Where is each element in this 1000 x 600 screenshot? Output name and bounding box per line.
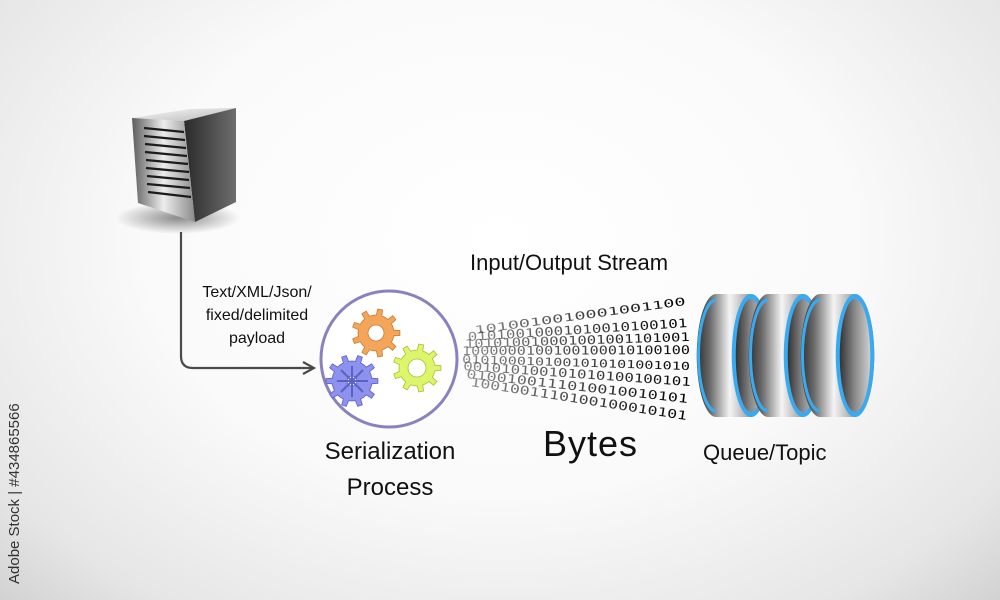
payload-line: payload <box>228 330 286 347</box>
bytes-label: Bytes <box>543 423 639 464</box>
server-icon <box>116 108 240 234</box>
stream-title: Input/Output Stream <box>470 250 669 275</box>
stock-watermark-id: Adobe Stock | #434865566 <box>6 403 23 584</box>
gear-icon <box>352 308 401 358</box>
queue-label: Queue/Topic <box>703 440 827 465</box>
process-circle <box>319 289 459 429</box>
server-vents <box>143 126 192 199</box>
payload-line: Text/XML/Json/ <box>202 284 312 301</box>
disk-icon <box>800 294 875 417</box>
process-line: Process <box>346 474 434 501</box>
payload-label: Text/XML/Json/ fixed/delimited payload <box>182 281 332 350</box>
process-label: Serialization Process <box>305 434 475 506</box>
payload-line: fixed/delimited <box>205 307 309 324</box>
queue-topic-icon <box>696 294 875 417</box>
payload-arrow <box>179 232 313 368</box>
process-line: Serialization <box>324 438 456 465</box>
gear-left-spokes <box>337 366 368 397</box>
gear-icon <box>393 343 442 393</box>
binary-row: 101010010001001001101001 <box>465 330 690 351</box>
binary-row: 1000000100100100010100100 <box>462 343 690 358</box>
binary-stream: 1010010010001001100010100100010100101001… <box>462 295 691 423</box>
serialization-process-icon <box>319 289 459 429</box>
